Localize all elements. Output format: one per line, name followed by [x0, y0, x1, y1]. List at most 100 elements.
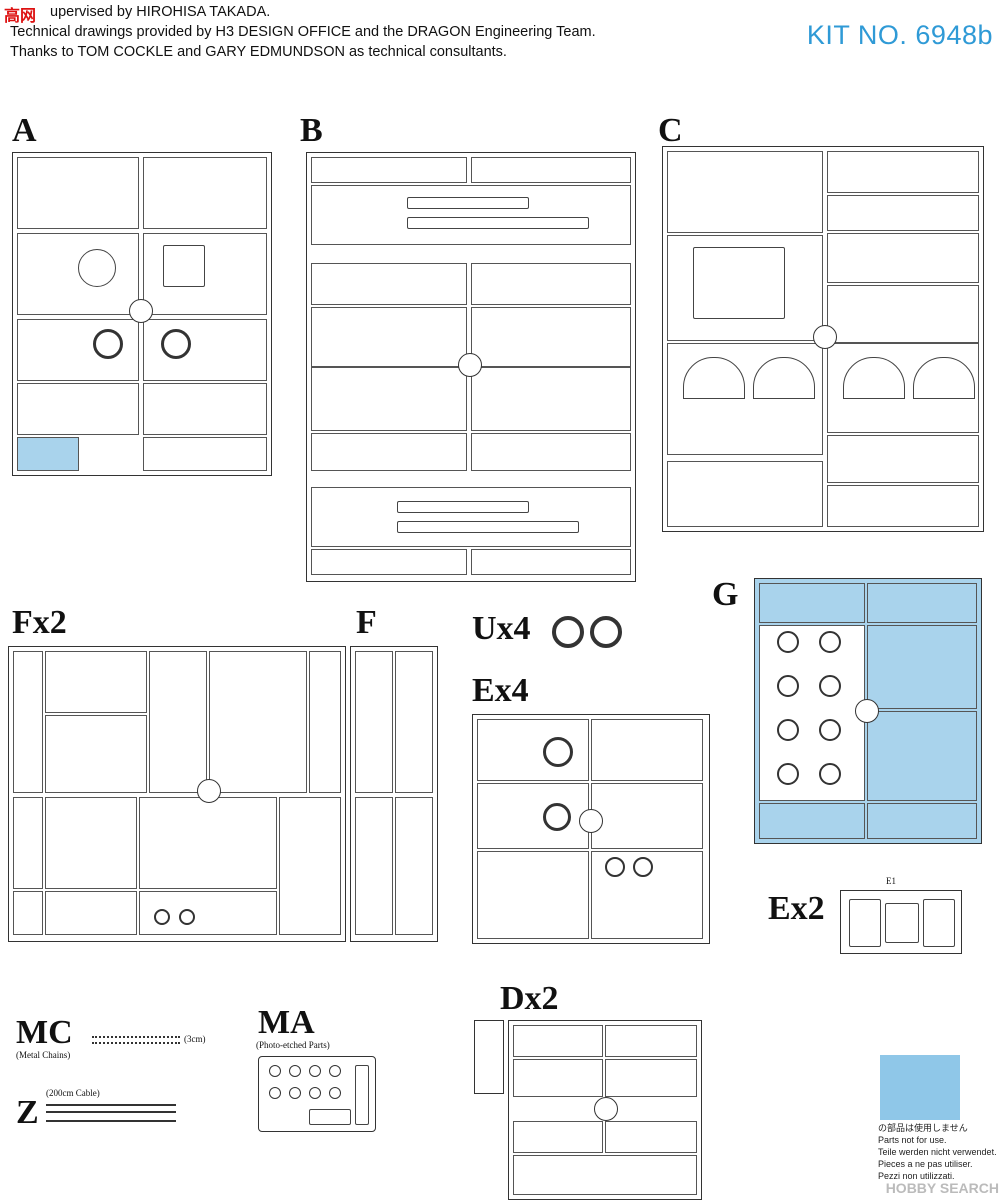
sprue-e-cell	[477, 851, 589, 939]
wheel-part	[543, 803, 571, 831]
sprue-label-ux4: Ux4	[472, 610, 531, 647]
sprue-a-cell	[143, 383, 267, 435]
pe-grille-part	[309, 1109, 351, 1125]
wheel-part	[605, 857, 625, 877]
credit-line-1: upervised by HIROHISA TAKADA.	[50, 4, 271, 20]
mc-caption: (Metal Chains)	[16, 1050, 71, 1060]
sprue-label-z: Z	[16, 1094, 39, 1131]
barrel-part	[397, 521, 579, 533]
sprue-e-cell	[591, 783, 703, 849]
sprue-gate	[579, 809, 603, 833]
sprue-d-cell	[513, 1059, 603, 1097]
wheel-part	[819, 675, 841, 697]
sprue-g-cell	[867, 625, 977, 709]
sprue-a-unused-part	[17, 437, 79, 471]
kit-number: KIT NO. 6948b	[806, 20, 993, 50]
sprue-f-cell	[45, 715, 147, 793]
sprue-c-cell	[827, 151, 979, 193]
cable-part	[46, 1104, 176, 1122]
sprue-b-cell	[471, 549, 631, 575]
sprue-f-cell	[13, 797, 43, 889]
notice-line: の部品は使用しません	[878, 1123, 968, 1133]
sprue-g-cell	[867, 711, 977, 801]
sprue-d-cell	[605, 1121, 697, 1153]
sprue-b-cell	[471, 157, 631, 183]
barrel-part	[407, 197, 529, 209]
sprue-f-cell	[309, 651, 341, 793]
sprue-b-cell	[311, 307, 467, 367]
notice-line: Teile werden nicht verwendet.	[878, 1147, 997, 1157]
sprue-d-cell	[513, 1121, 603, 1153]
sprue-f-cell	[395, 651, 433, 793]
sprue-f-cell	[279, 797, 341, 935]
wheel-part	[777, 675, 799, 697]
sprue-c-cell	[827, 435, 979, 483]
sprue-label-c: C	[658, 112, 683, 149]
cable-part	[46, 1111, 176, 1113]
sprue-c-cell	[667, 151, 823, 233]
sprue-label-ma: MA	[258, 1004, 315, 1041]
sprue-b-cell	[471, 307, 631, 367]
wheel-part	[819, 763, 841, 785]
pe-part	[309, 1065, 321, 1077]
barrel-part	[397, 501, 529, 513]
sprue-f-cell	[45, 797, 137, 889]
sprue-b-cell	[471, 367, 631, 431]
sprue-g-cell	[867, 583, 977, 623]
sprue-b-cell	[311, 549, 467, 575]
sprue-d-cell	[513, 1025, 603, 1057]
sprue-g-cell	[759, 583, 865, 623]
credits-block: upervised by HIROHISA TAKADA. Technical …	[10, 2, 596, 62]
sprue-label-fx2: Fx2	[12, 604, 67, 641]
sprue-gate	[594, 1097, 618, 1121]
sprue-f-cell	[209, 651, 307, 793]
sprue-f-cell	[13, 891, 43, 935]
hatch-part	[78, 249, 116, 287]
sprue-g-cell	[759, 803, 865, 839]
sprue-b	[306, 152, 636, 582]
pe-part	[329, 1087, 341, 1099]
pe-part	[269, 1065, 281, 1077]
tire-part	[552, 616, 584, 648]
wheel-part	[93, 329, 123, 359]
sprue-label-f: F	[356, 604, 377, 641]
sprue-fx2	[8, 646, 346, 942]
sprue-label-b: B	[300, 112, 323, 149]
hull-plate-part	[693, 247, 785, 319]
sprue-a-cell	[17, 383, 139, 435]
pe-part	[329, 1065, 341, 1077]
suspension-part	[923, 899, 955, 947]
sprue-d	[508, 1020, 702, 1200]
sprue-d-cell	[605, 1059, 697, 1097]
sprue-d-cell	[605, 1025, 697, 1057]
sprue-a-cell	[143, 157, 267, 229]
pe-part	[269, 1087, 281, 1099]
sprue-b-cell	[311, 433, 467, 471]
sprue-a-cell	[17, 157, 139, 229]
wheel-part	[633, 857, 653, 877]
wheel-part	[819, 631, 841, 653]
pe-part	[289, 1087, 301, 1099]
wheel-part	[154, 909, 170, 925]
metal-chain	[92, 1036, 180, 1044]
pe-part	[309, 1087, 321, 1099]
sprue-gate	[855, 699, 879, 723]
sprue-b-cell	[311, 367, 467, 431]
sprue-b-cell	[471, 263, 631, 305]
tire-part	[590, 616, 622, 648]
wheel-part	[777, 719, 799, 741]
sprue-f-cell	[45, 651, 147, 713]
sprue-f-cell	[13, 651, 43, 793]
sprue-e1-part	[840, 890, 962, 954]
unused-color-swatch	[880, 1055, 960, 1120]
notice-line: Pezzi non utilizzati.	[878, 1171, 955, 1181]
sprue-f-cell	[45, 891, 137, 935]
pe-strip-part	[355, 1065, 369, 1125]
sprue-a	[12, 152, 272, 476]
notice-line: Parts not for use.	[878, 1135, 947, 1145]
wheel-part	[179, 909, 195, 925]
watermark: HOBBY SEARCH	[885, 1180, 999, 1196]
sprue-label-g: G	[712, 576, 739, 613]
sprue-f-cell	[139, 797, 277, 889]
sprue-e	[472, 714, 710, 944]
